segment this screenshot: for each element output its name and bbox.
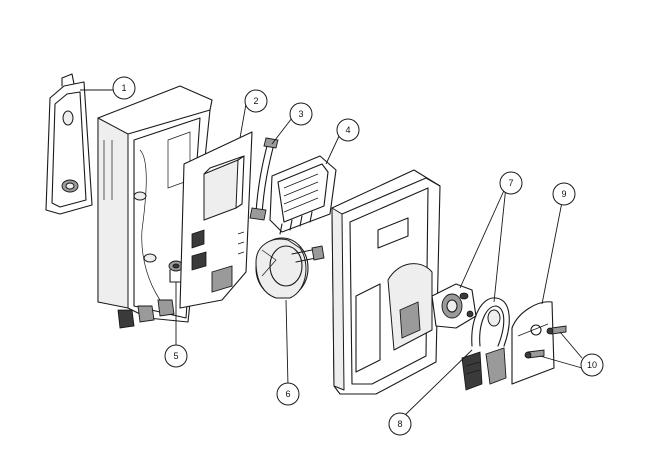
part-pump-head — [431, 283, 477, 329]
callout-3-label: 3 — [298, 109, 303, 119]
callout-2-label: 2 — [253, 96, 258, 106]
callout-10-circle — [580, 353, 604, 377]
callout-8-label: 8 — [397, 419, 402, 429]
callout-6-circle — [276, 382, 300, 406]
callout-3-circle — [289, 102, 313, 126]
callout-5-label: 5 — [173, 351, 178, 361]
part-screws — [524, 325, 567, 359]
callout-1-label: 1 — [121, 83, 126, 93]
callout-4-circle — [336, 118, 360, 142]
callout-10: 10 — [580, 353, 604, 377]
callout-4: 4 — [336, 118, 360, 142]
callout-8: 8 — [388, 412, 412, 436]
callout-5: 5 — [164, 344, 188, 368]
part-lcd-display — [269, 155, 337, 235]
callout-6: 6 — [276, 382, 300, 406]
callout-1: 1 — [112, 76, 136, 100]
part-cover-disc — [511, 301, 555, 385]
callout-9-label: 9 — [561, 189, 566, 199]
callout-5-circle — [164, 344, 188, 368]
part-front-housing — [331, 169, 441, 395]
callout-2: 2 — [244, 89, 268, 113]
part-circuit-board — [179, 131, 253, 309]
part-cover-lid — [45, 73, 93, 215]
callout-4-label: 4 — [345, 125, 350, 135]
callout-9-circle — [552, 182, 576, 206]
callout-10-label: 10 — [587, 360, 597, 370]
leader-lines — [80, 89, 583, 417]
callout-7: 7 — [499, 171, 523, 195]
callout-6-label: 6 — [285, 389, 290, 399]
callout-3: 3 — [289, 102, 313, 126]
part-tube-assembly — [461, 297, 510, 391]
part-motor — [255, 237, 325, 299]
callout-8-circle — [388, 412, 412, 436]
callout-1-circle — [112, 76, 136, 100]
callout-2-circle — [244, 89, 268, 113]
callout-7-label: 7 — [508, 178, 513, 188]
callout-9: 9 — [552, 182, 576, 206]
callout-7-circle — [499, 171, 523, 195]
